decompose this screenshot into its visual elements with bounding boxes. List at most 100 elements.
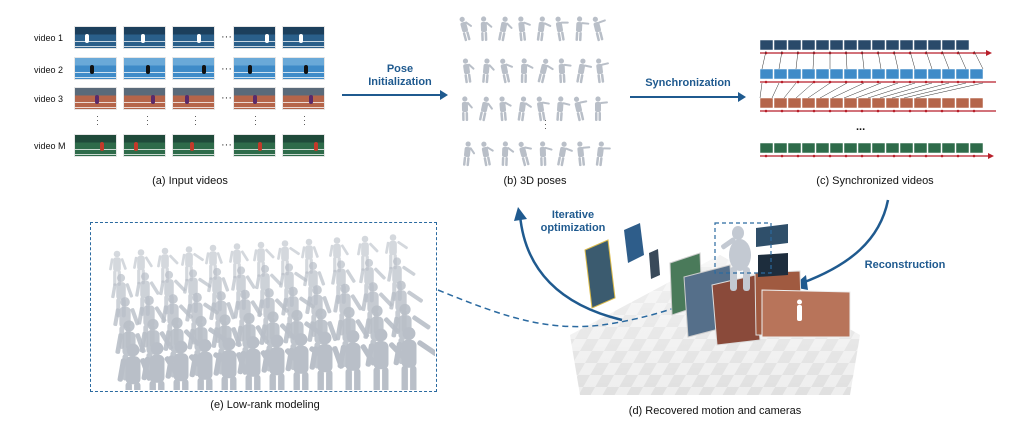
video-frame-thumbnail: [74, 57, 117, 80]
correspondence-line: [867, 82, 916, 99]
timeline-dot: [908, 109, 912, 113]
timeline-dot: [924, 154, 928, 158]
timeline-dot: [956, 154, 960, 158]
camera-plane: [756, 224, 788, 247]
camera-plane: [711, 274, 761, 346]
timeline-dot: [780, 109, 784, 113]
correspondence-line: [973, 50, 984, 70]
timeline-dot: [796, 80, 800, 84]
low-rank-figure: [357, 235, 379, 271]
video-frame-thumbnail: [74, 134, 117, 157]
sync-frame: [801, 97, 816, 109]
sync-frame: [759, 68, 774, 80]
row-ellipsis: ···: [221, 63, 232, 75]
sync-frame: [969, 97, 984, 109]
sync-frame: [773, 142, 788, 154]
timeline-dot: [812, 154, 816, 158]
sync-frame: [899, 97, 914, 109]
sync-frame: [913, 142, 928, 154]
correspondence-line: [771, 82, 780, 99]
low-rank-figure: [135, 272, 160, 316]
sync-frame: [815, 39, 830, 51]
low-rank-dashed-box: [90, 222, 437, 392]
sync-frame: [843, 142, 858, 154]
correspondence-line: [783, 82, 797, 99]
sync-frame: [969, 68, 984, 80]
pose-initialization-label: Pose Initialization: [368, 63, 432, 88]
timeline-dot: [908, 154, 912, 158]
pose-figure: [461, 96, 473, 122]
timeline-dot: [876, 109, 880, 113]
correspondence-line: [909, 50, 916, 70]
pose-figure: [481, 141, 494, 167]
timeline-dot: [892, 80, 896, 84]
correspondence-line: [843, 82, 882, 99]
timeline-dot: [764, 154, 768, 158]
timeline-dot: [972, 154, 976, 158]
sync-frame: [815, 97, 830, 109]
timeline-dot: [956, 109, 960, 113]
connector-dashed-curve: [437, 289, 713, 328]
pose-figure: [595, 96, 608, 121]
camera-plane: [758, 253, 788, 277]
pose-figure: [500, 58, 514, 84]
timeline-dot: [844, 109, 848, 113]
sync-frame: [801, 68, 816, 80]
timeline-dot: [812, 80, 816, 84]
timeline-dot: [764, 80, 768, 84]
pose-figure: [501, 141, 515, 167]
correspondence-line: [845, 50, 848, 70]
video-1-label: video 1: [34, 33, 64, 43]
video-frame-thumbnail: [282, 26, 325, 49]
timeline-dot: [908, 80, 912, 84]
timeline-dot: [860, 154, 864, 158]
sync-frame: [941, 68, 956, 80]
sync-frame: [843, 97, 858, 109]
timeline-dot: [828, 154, 832, 158]
video-frame-thumbnail: [233, 57, 276, 80]
pose-initialization-arrow: [342, 90, 448, 100]
correspondence-line: [812, 50, 815, 70]
input-videos-caption: (a) Input videos: [152, 175, 228, 187]
low-rank-figures: [109, 234, 435, 390]
pose-figure: [577, 141, 591, 167]
correspondence-line: [891, 82, 950, 99]
timeline-dot: [860, 80, 864, 84]
low-rank-figure: [133, 249, 153, 285]
video-frame-thumbnail: [282, 87, 325, 110]
timeline-dot: [940, 80, 944, 84]
column-ellipsis: ···: [194, 111, 197, 129]
poses-caption: (b) 3D poses: [503, 175, 567, 187]
video-2-label: video 2: [34, 65, 64, 75]
column-ellipsis: ···: [303, 111, 306, 129]
correspondence-line: [903, 82, 967, 99]
correspondence-line: [819, 82, 848, 99]
video-frame-thumbnail: [74, 87, 117, 110]
correspondence-line: [915, 82, 984, 99]
pose-figure: [557, 141, 573, 167]
pose-figure: [499, 96, 512, 122]
sync-frame: [927, 97, 942, 109]
low-rank-figure: [309, 331, 345, 390]
video-frame-thumbnail: [172, 26, 215, 49]
pose-figure: [539, 141, 553, 167]
correspondence-line: [925, 50, 933, 70]
sync-frame: [843, 68, 858, 80]
video-m-label: video M: [34, 141, 66, 151]
sync-frame: [773, 39, 788, 51]
synchronization-label: Synchronization: [645, 77, 731, 89]
video-frame-thumbnail: [233, 134, 276, 157]
sync-frame: [787, 68, 802, 80]
correspondence-line: [761, 50, 767, 70]
sync-frame: [927, 68, 942, 80]
synchronized-caption: (c) Synchronized videos: [816, 175, 934, 187]
recovered-figure: [721, 226, 751, 291]
synchronized-timelines: [759, 39, 996, 159]
timeline-dot: [940, 154, 944, 158]
sync-frame: [857, 39, 872, 51]
iterative-optimization-label: Iterative optimization: [540, 209, 606, 234]
sync-frame: [787, 39, 802, 51]
pose-figure: [462, 58, 475, 84]
synchronization-arrow: [630, 92, 746, 102]
sync-frame: [969, 142, 984, 154]
